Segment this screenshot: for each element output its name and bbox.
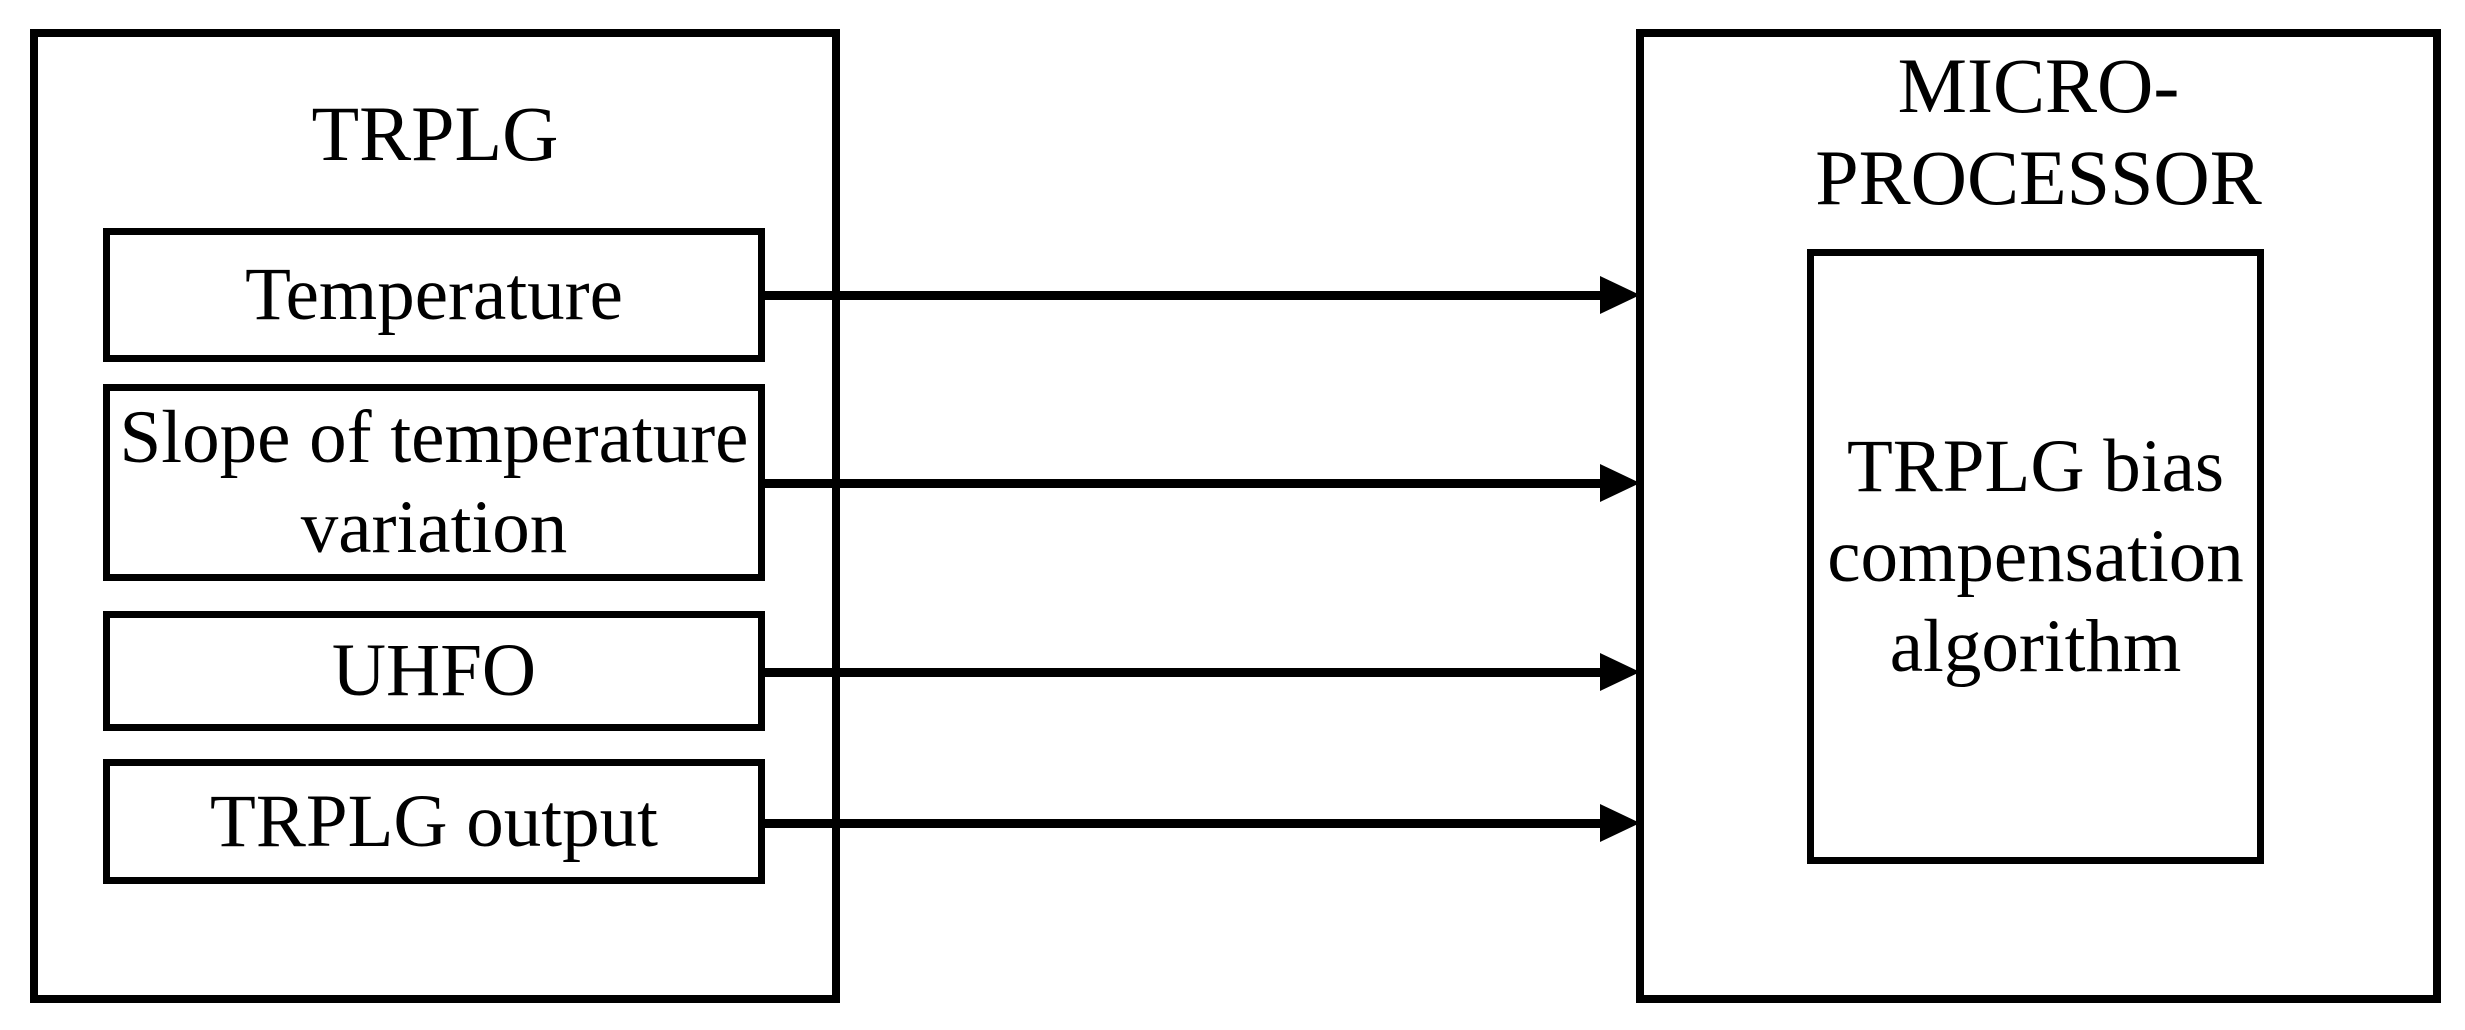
input-label-uhfo: UHFO [331, 629, 537, 712]
trplg-block-title: TRPLG [311, 90, 559, 177]
microprocessor-block-title: MICRO- PROCESSOR [1636, 40, 2441, 224]
algorithm-label-line-2: compensation [1827, 514, 2244, 598]
algorithm-label-line-1: TRPLG bias [1846, 424, 2225, 508]
input-label-slope-line-1: Slope of temperature [119, 395, 749, 479]
arrowhead-right-icon [1600, 276, 1640, 314]
arrowhead-right-icon [1600, 653, 1640, 691]
input-label-temperature: Temperature [245, 253, 623, 336]
input-label-trplg-output: TRPLG output [210, 779, 658, 863]
arrow-slope-shaft [758, 479, 1600, 488]
input-box-uhfo: UHFO [103, 611, 765, 731]
microprocessor-title-line-2: PROCESSOR [1815, 134, 2262, 221]
microprocessor-title-line-1: MICRO- [1897, 42, 2180, 129]
input-label-slope-line-2: variation [300, 485, 568, 569]
algorithm-box: TRPLG bias compensation algorithm [1807, 249, 2264, 864]
arrow-trplg-output-shaft [758, 819, 1600, 828]
arrowhead-right-icon [1600, 464, 1640, 502]
input-box-slope-of-temperature-variation: Slope of temperature variation [103, 384, 765, 581]
arrow-uhfo-shaft [758, 668, 1600, 677]
input-box-temperature: Temperature [103, 228, 765, 362]
arrow-temperature-shaft [758, 291, 1600, 300]
arrowhead-right-icon [1600, 804, 1640, 842]
algorithm-label-line-3: algorithm [1889, 604, 2182, 688]
input-box-trplg-output: TRPLG output [103, 759, 765, 884]
